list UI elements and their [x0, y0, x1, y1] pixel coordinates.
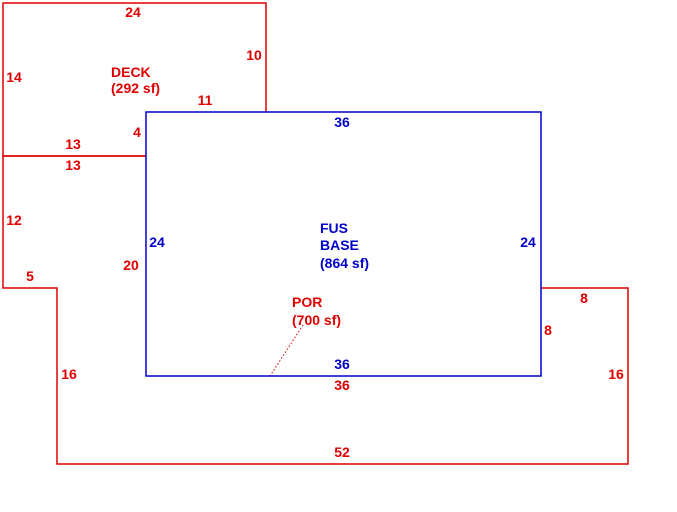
base-line1: FUS: [320, 220, 348, 236]
porch-name: POR: [292, 294, 322, 310]
deck-top-dim: 24: [125, 4, 141, 20]
deck-right-dim: 10: [246, 47, 262, 63]
deck-step-dim: 11: [198, 92, 213, 108]
porch-outline: [2, 155, 629, 465]
base-line2: BASE: [320, 237, 359, 253]
porch-right-step-dim: 8: [580, 290, 588, 306]
base-outline: [145, 111, 542, 377]
base-left-dim: 24: [149, 234, 165, 250]
porch-inner-left-dim: 20: [123, 257, 139, 273]
deck-bottom-dim: 13: [65, 136, 81, 152]
porch-right-lower-dim: 16: [608, 366, 624, 382]
porch-top-dim: 13: [65, 157, 81, 173]
deck-left-dim: 14: [6, 69, 22, 85]
porch-bottom-dim: 52: [334, 444, 350, 460]
porch-left-lower-dim: 16: [61, 366, 77, 382]
base-area: (864 sf): [320, 255, 369, 271]
porch-area: (700 sf): [292, 312, 341, 328]
porch-base-bottom-dim: 36: [334, 377, 350, 393]
deck-area: (292 sf): [111, 80, 160, 96]
base-right-dim: 24: [520, 234, 536, 250]
porch-left-step-dim: 5: [26, 268, 34, 284]
deck-name: DECK: [111, 64, 151, 80]
base-top-dim: 36: [334, 114, 350, 130]
deck-inner-dim: 4: [133, 124, 141, 140]
porch-right-upper-dim: 8: [544, 322, 552, 338]
porch-leader-line: [269, 324, 304, 377]
base-bottom-dim: 36: [334, 356, 350, 372]
porch-left-upper-dim: 12: [6, 212, 22, 228]
